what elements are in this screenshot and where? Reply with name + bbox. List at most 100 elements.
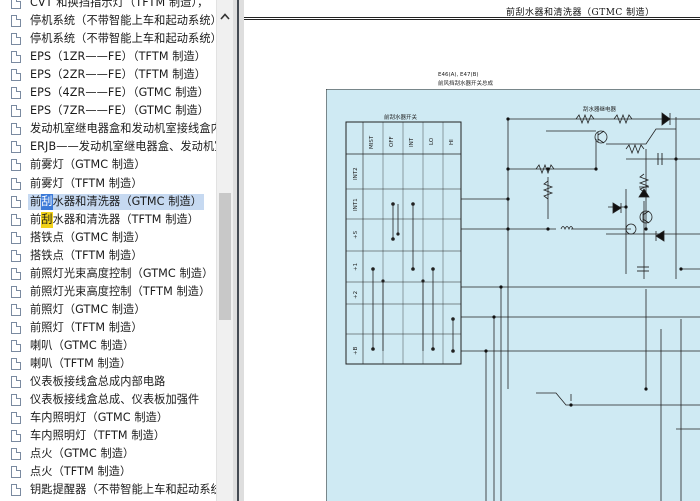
bookmark-item[interactable]: EPS（2ZR——FE）（TFTM 制造） — [0, 66, 216, 84]
page-icon — [11, 484, 21, 497]
page-icon — [11, 412, 21, 425]
bookmark-item[interactable]: EPS（4ZR——FE）（GTMC 制造） — [0, 84, 216, 102]
bookmark-label: 前雾灯（GTMC 制造） — [30, 158, 146, 172]
col-off: OFF — [389, 136, 395, 147]
row-plus-1: +1 — [353, 263, 359, 271]
bookmark-item[interactable]: EPS（1ZR——FE）（TFTM 制造） — [0, 48, 216, 66]
connector-ref-name: 前风挡刮水器开关总成 — [438, 81, 494, 87]
bookmark-label: ERJB——发动机室继电器盒、发动机室 — [30, 140, 216, 154]
scroll-thumb[interactable] — [219, 193, 231, 320]
bookmark-item[interactable]: 停机系统（不带智能上车和起动系统） — [0, 12, 216, 30]
page-icon — [11, 123, 21, 136]
capacitors — [637, 153, 663, 272]
title-rule — [244, 17, 700, 18]
page-icon — [11, 177, 21, 190]
page-icon — [11, 321, 21, 334]
page-icon — [11, 0, 21, 9]
bookmark-label: 前雾灯（TFTM 制造） — [30, 176, 143, 190]
bookmark-label-pre: 前 — [30, 212, 42, 226]
row-plus-s: +S — [353, 230, 359, 239]
title-rule-double — [244, 19, 700, 20]
bookmark-item[interactable]: 前刮水器和清洗器（TFTM 制造） — [0, 211, 216, 229]
resistors — [535, 113, 650, 200]
diodes — [612, 112, 671, 242]
bookmark-item[interactable]: 车内照明灯（GTMC 制造） — [0, 409, 216, 427]
row-int1: INT1 — [353, 198, 359, 211]
col-int: INT — [409, 137, 415, 147]
bookmark-item[interactable]: EPS（7ZR——FE）（GTMC 制造） — [0, 102, 216, 120]
bookmark-label: 停机系统（不带智能上车和起动系统） — [30, 32, 216, 46]
wires — [461, 117, 700, 501]
page-icon — [11, 87, 21, 100]
bookmark-label: 仪表板接线盒总成内部电路 — [30, 375, 166, 389]
bookmark-item[interactable]: 喇叭（TFTM 制造） — [0, 355, 216, 373]
bookmark-item[interactable]: 前雾灯（TFTM 制造） — [0, 175, 216, 193]
page-icon — [11, 466, 21, 479]
bookmark-label: EPS（4ZR——FE）（GTMC 制造） — [30, 86, 210, 100]
page-icon — [11, 33, 21, 46]
text-cursor-highlight: 刮 — [41, 211, 53, 228]
text-cursor-highlight: 刮 — [41, 193, 53, 210]
bookmark-label: 喇叭（GTMC 制造） — [30, 338, 135, 352]
relay-title: 刮水器继电器 — [583, 105, 617, 113]
bookmark-item[interactable]: 点火（TFTM 制造） — [0, 463, 216, 481]
bookmark-item[interactable]: 前雾灯（GTMC 制造） — [0, 156, 216, 174]
bookmark-item[interactable]: 钥匙提醒器（不带智能上车和起动系统 — [0, 481, 216, 499]
page-icon — [11, 339, 21, 352]
bookmark-item[interactable]: 前照灯光束高度控制（GTMC 制造） — [0, 265, 216, 283]
bookmark-item[interactable]: 停机系统（不带智能上车和起动系统） — [0, 30, 216, 48]
bookmark-label: 点火（GTMC 制造） — [30, 447, 135, 461]
page-icon — [11, 141, 21, 154]
bookmark-item[interactable]: CVT 和换挡指示灯（TFTM 制造）， — [0, 0, 216, 12]
bookmark-item[interactable]: 点火（GTMC 制造） — [0, 445, 216, 463]
bookmark-item[interactable]: 前照灯（TFTM 制造） — [0, 319, 216, 337]
bookmark-label: 前刮水器和清洗器（GTMC 制造） — [28, 193, 205, 210]
chevron-up-icon[interactable] — [217, 8, 233, 24]
page-icon — [11, 51, 21, 64]
bookmark-item[interactable]: 仪表板接线盒总成内部电路 — [0, 373, 216, 391]
bookmark-label: 发动机室继电器盒和发动机室接线盒内 — [30, 122, 216, 136]
bookmark-label: 仪表板接线盒总成、仪表板加强件 — [30, 393, 200, 407]
bookmark-item[interactable]: 发动机室继电器盒和发动机室接线盒内 — [0, 120, 216, 138]
page-icon — [11, 358, 21, 370]
bookmark-label: 停机系统（不带智能上车和起动系统） — [30, 14, 216, 28]
bookmark-label: 前照灯光束高度控制（GTMC 制造） — [30, 266, 214, 280]
bookmark-label: 前照灯（TFTM 制造） — [30, 320, 143, 334]
wiring-diagram: 前刮水器开关 刮水器继电器 MIST OFF INT LO HI INT2 IN… — [326, 89, 700, 501]
bookmark-label: 喇叭（TFTM 制造） — [30, 357, 132, 370]
bookmark-scrollbar[interactable] — [216, 0, 233, 501]
transistors — [594, 130, 653, 235]
page-icon — [11, 285, 21, 298]
bookmark-label: 前刮水器和清洗器（TFTM 制造） — [30, 211, 200, 228]
col-hi: HI — [449, 139, 455, 145]
coil — [560, 226, 574, 231]
panel-splitter[interactable] — [233, 0, 244, 501]
page-icon — [11, 159, 21, 172]
bookmark-label: EPS（1ZR——FE）（TFTM 制造） — [30, 50, 207, 64]
junction-dots — [484, 117, 683, 407]
page-icon — [11, 394, 21, 407]
bookmark-item[interactable]: 前照灯（GTMC 制造） — [0, 301, 216, 319]
bookmark-label-post: 水器和清洗器（TFTM 制造） — [52, 212, 200, 226]
page-icon — [11, 303, 21, 316]
page-title: 前刮水器和清洗器（GTMC 制造） — [506, 8, 655, 18]
row-int2: INT2 — [353, 167, 359, 180]
switch-contacts — [371, 202, 455, 353]
page-icon — [11, 15, 21, 28]
bookmark-item[interactable]: 仪表板接线盒总成、仪表板加强件 — [0, 391, 216, 409]
bookmark-item[interactable]: 搭铁点（GTMC 制造） — [0, 229, 216, 247]
page-icon — [11, 448, 21, 461]
bookmark-item[interactable]: 搭铁点（TFTM 制造） — [0, 247, 216, 265]
bookmark-label: 搭铁点（TFTM 制造） — [30, 248, 143, 262]
document-view: 前刮水器和清洗器（GTMC 制造） E46(A), E47(B) 前风挡刮水器开… — [244, 0, 700, 501]
switch-grid — [345, 121, 462, 365]
page-icon — [11, 430, 21, 443]
bookmark-label: 前照灯（GTMC 制造） — [30, 302, 146, 316]
bookmark-label: EPS（7ZR——FE）（GTMC 制造） — [30, 104, 210, 118]
bookmark-item[interactable]: 车内照明灯（TFTM 制造） — [0, 427, 216, 445]
bookmark-item[interactable]: ERJB——发动机室继电器盒、发动机室 — [0, 138, 216, 156]
bookmark-item[interactable]: 前刮水器和清洗器（GTMC 制造） — [0, 193, 216, 211]
col-mist: MIST — [369, 135, 375, 149]
bookmark-item[interactable]: 前照灯光束高度控制（TFTM 制造） — [0, 283, 216, 301]
bookmark-item[interactable]: 喇叭（GTMC 制造） — [0, 337, 216, 355]
